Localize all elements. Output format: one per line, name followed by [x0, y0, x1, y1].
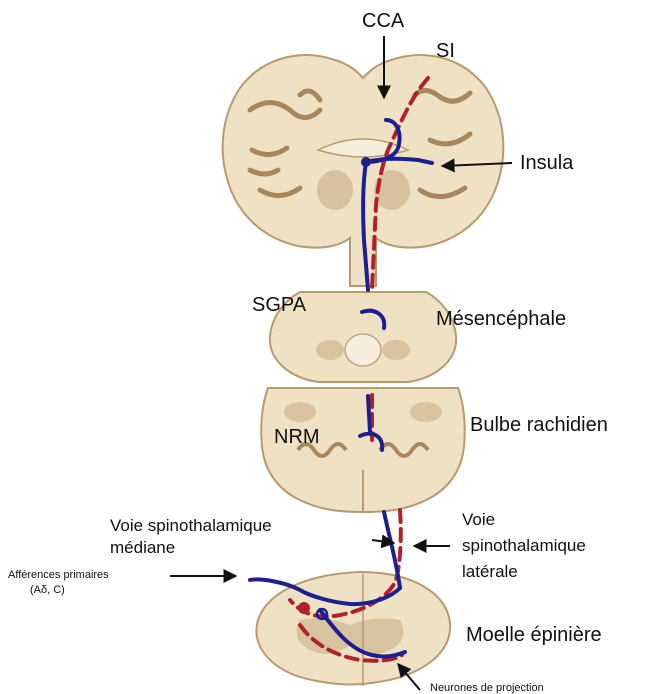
label-mesencephale: Mésencéphale [436, 308, 566, 331]
label-bulbe-rachidien: Bulbe rachidien [470, 414, 608, 437]
label-insula: Insula [520, 152, 573, 175]
label-afferences-line1: Afférences primaires [8, 569, 109, 581]
medulla-section [261, 388, 465, 512]
label-nrm: NRM [274, 426, 320, 449]
dorsal-horn-node-red [298, 602, 310, 614]
label-sgpa: SGPA [252, 294, 306, 317]
spinal-cord-section [256, 572, 450, 686]
label-moelle-epiniere: Moelle épinière [466, 624, 602, 647]
label-afferences-line2: (Aδ, C) [30, 584, 65, 596]
thalamus-node [361, 157, 371, 167]
label-voie-mediane-line1: Voie spinothalamique [110, 516, 272, 536]
label-si: SI [436, 40, 455, 63]
label-neurones-projection: Neurones de projection [430, 682, 544, 694]
label-voie-laterale-line2: spinothalamique [462, 536, 586, 556]
label-voie-laterale-line1: Voie [462, 510, 495, 530]
label-voie-mediane-line2: médiane [110, 538, 175, 558]
label-cca: CCA [362, 10, 404, 33]
label-voie-laterale-line3: latérale [462, 562, 518, 582]
